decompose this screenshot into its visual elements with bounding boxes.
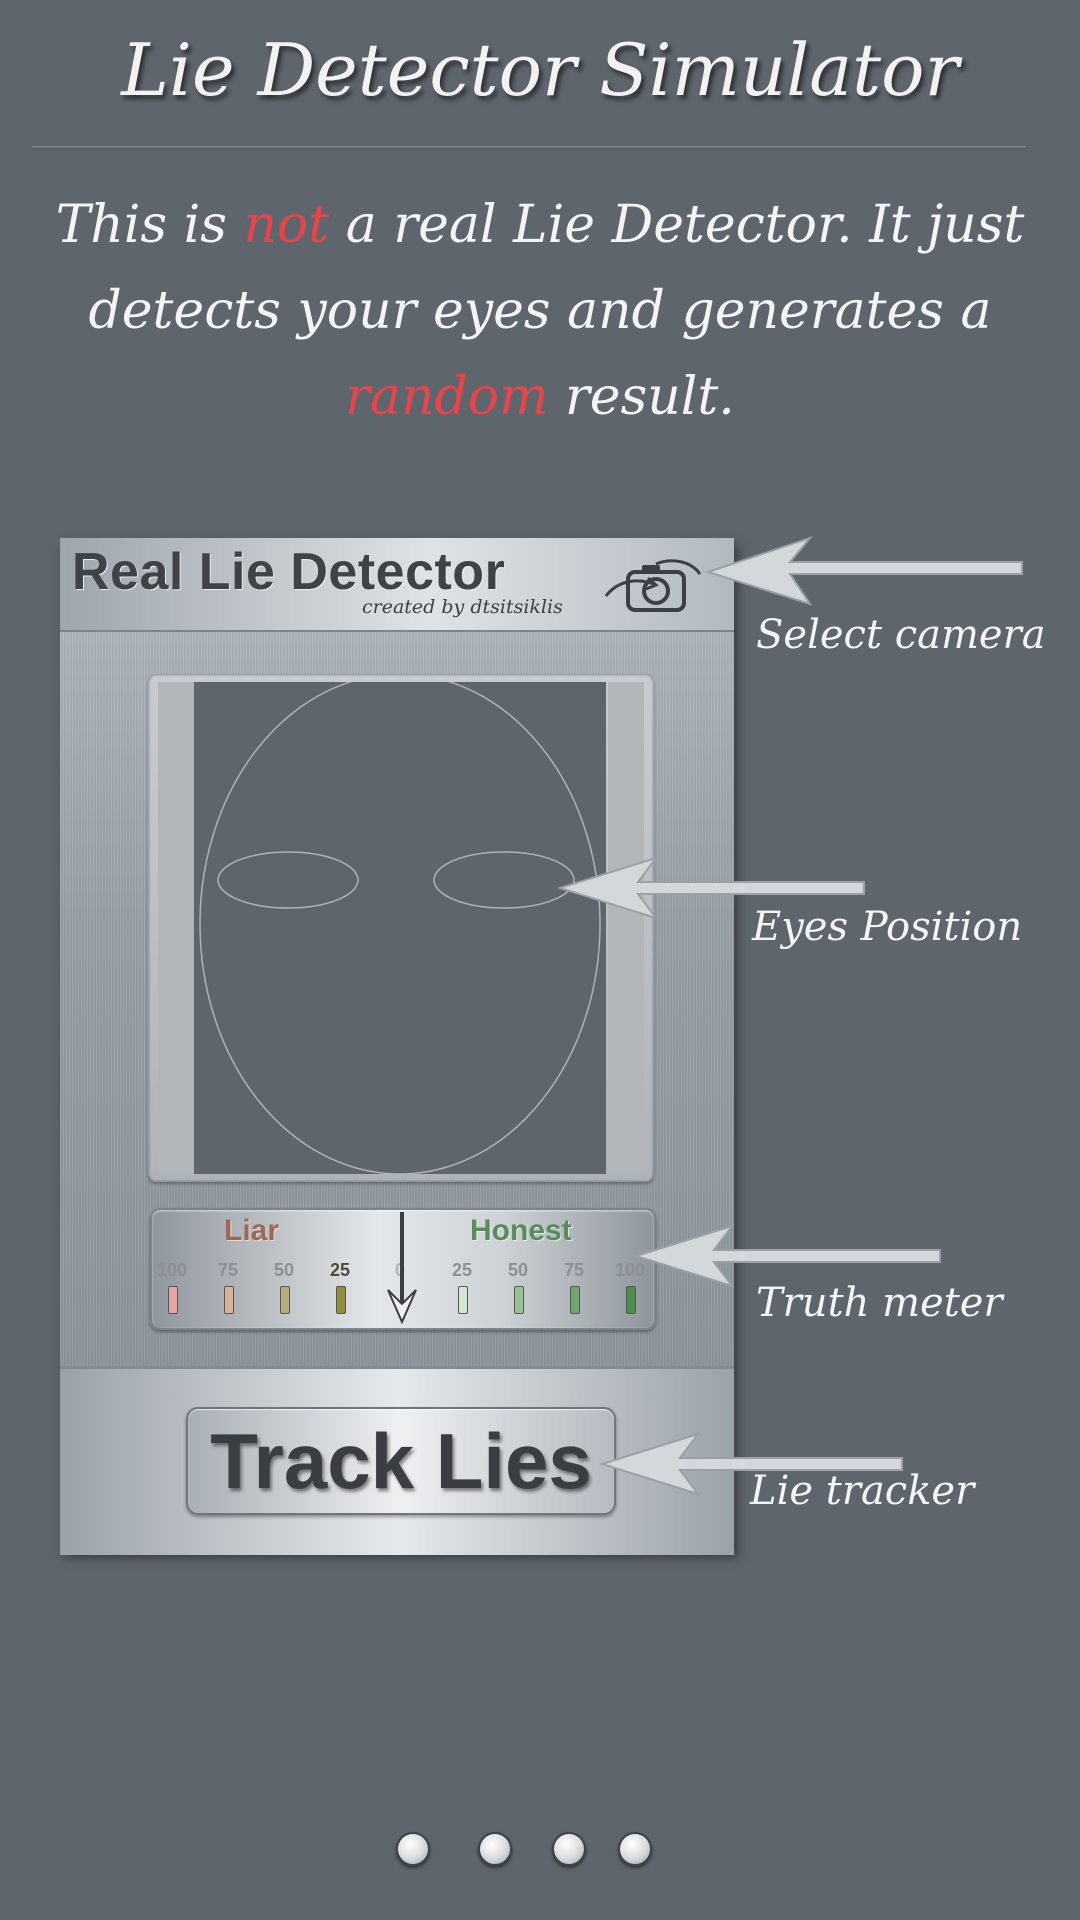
meter-led	[280, 1286, 290, 1314]
intro-part2: a real Lie Detector. It just detects you…	[88, 195, 1025, 341]
device-title: Real Lie Detector	[72, 543, 506, 601]
arrow-left-icon	[632, 1224, 941, 1288]
meter-led	[224, 1286, 234, 1314]
callout-eyes-position: Eyes Position	[752, 904, 1023, 950]
page-dot[interactable]	[618, 1832, 652, 1866]
meter-tick: 100	[614, 1260, 646, 1280]
meter-tick: 75	[563, 1260, 585, 1280]
camera-switch-icon[interactable]	[598, 550, 708, 620]
meter-tick: 25	[451, 1260, 473, 1280]
page-indicator	[0, 1832, 1080, 1872]
camera-preview-frame	[148, 673, 654, 1182]
truth-meter: Liar Honest 100 75 50 25 0 25 50 75 100	[150, 1208, 656, 1330]
meter-led	[458, 1286, 468, 1314]
meter-tick: 75	[217, 1260, 239, 1280]
intro-part3: result.	[548, 367, 735, 427]
preview-side-bar-right	[608, 682, 644, 1174]
track-lies-button[interactable]: Track Lies	[186, 1407, 616, 1515]
device-mockup: Real Lie Detector created by dtsitsiklis	[60, 538, 734, 1555]
callout-truth-meter: Truth meter	[756, 1280, 1003, 1326]
page-title: Lie Detector Simulator	[121, 28, 959, 112]
meter-tick: 100	[156, 1260, 188, 1280]
meter-led	[336, 1286, 346, 1314]
face-outline	[199, 673, 601, 1175]
preview-side-bar-left	[158, 682, 194, 1174]
arrow-left-icon	[598, 1432, 903, 1496]
device-header: Real Lie Detector created by dtsitsiklis	[60, 538, 734, 632]
meter-tick: 25	[329, 1260, 351, 1280]
meter-led	[570, 1286, 580, 1314]
page-dot[interactable]	[396, 1832, 430, 1866]
left-eye-outline	[217, 851, 359, 909]
intro-highlight-random: random	[345, 367, 549, 427]
device-footer: Track Lies	[60, 1366, 734, 1555]
arrow-left-icon	[704, 535, 1023, 606]
callout-lie-tracker: Lie tracker	[750, 1468, 975, 1514]
title-divider	[32, 146, 1026, 149]
intro-text: This is not a real Lie Detector. It just…	[30, 182, 1050, 440]
meter-honest-label: Honest	[470, 1214, 572, 1247]
camera-preview	[194, 673, 606, 1175]
page-dot[interactable]	[552, 1832, 586, 1866]
meter-tick: 50	[273, 1260, 295, 1280]
device-credit: created by dtsitsiklis	[362, 596, 563, 618]
intro-highlight-not: not	[243, 195, 330, 255]
right-eye-outline	[433, 851, 575, 909]
meter-led	[514, 1286, 524, 1314]
meter-needle-icon	[387, 1212, 417, 1325]
meter-tick: 50	[507, 1260, 529, 1280]
callout-select-camera: Select camera	[756, 612, 1046, 658]
intro-part1: This is	[55, 195, 244, 255]
meter-liar-label: Liar	[224, 1214, 280, 1247]
arrow-left-icon	[556, 856, 865, 920]
meter-led	[168, 1286, 178, 1314]
meter-tick: 0	[394, 1260, 405, 1280]
page-dot[interactable]	[478, 1832, 512, 1866]
meter-led	[626, 1286, 636, 1314]
